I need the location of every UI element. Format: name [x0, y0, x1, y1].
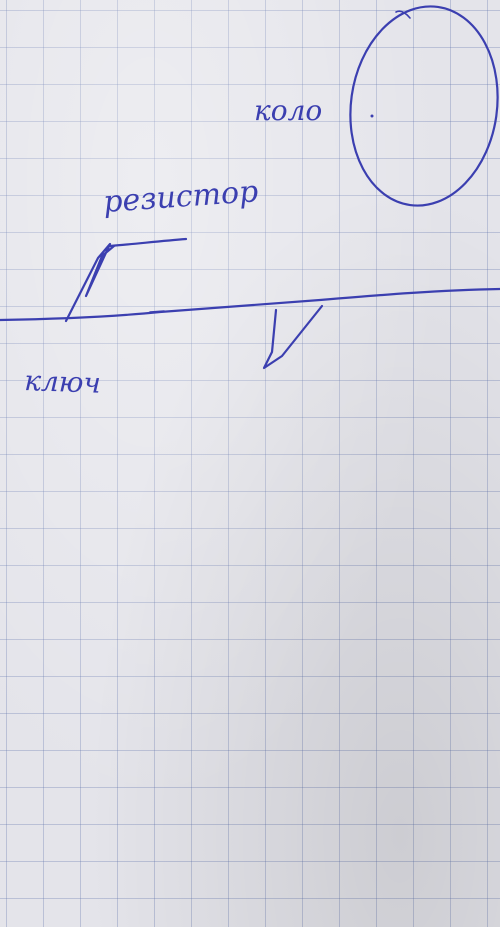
pen-dot: [370, 114, 374, 118]
switch-symbol: [262, 304, 324, 370]
main-wire: [0, 287, 500, 322]
resistor-label: резистор: [102, 174, 259, 220]
resistor-bar: [108, 237, 188, 248]
circle-label: коло: [254, 94, 322, 127]
circle-shape: [349, 5, 499, 207]
resistor-lead: [64, 242, 116, 323]
switch-label: ключ: [24, 364, 102, 400]
wire-tick: [149, 310, 165, 313]
circle-stroke-start: [395, 10, 411, 19]
